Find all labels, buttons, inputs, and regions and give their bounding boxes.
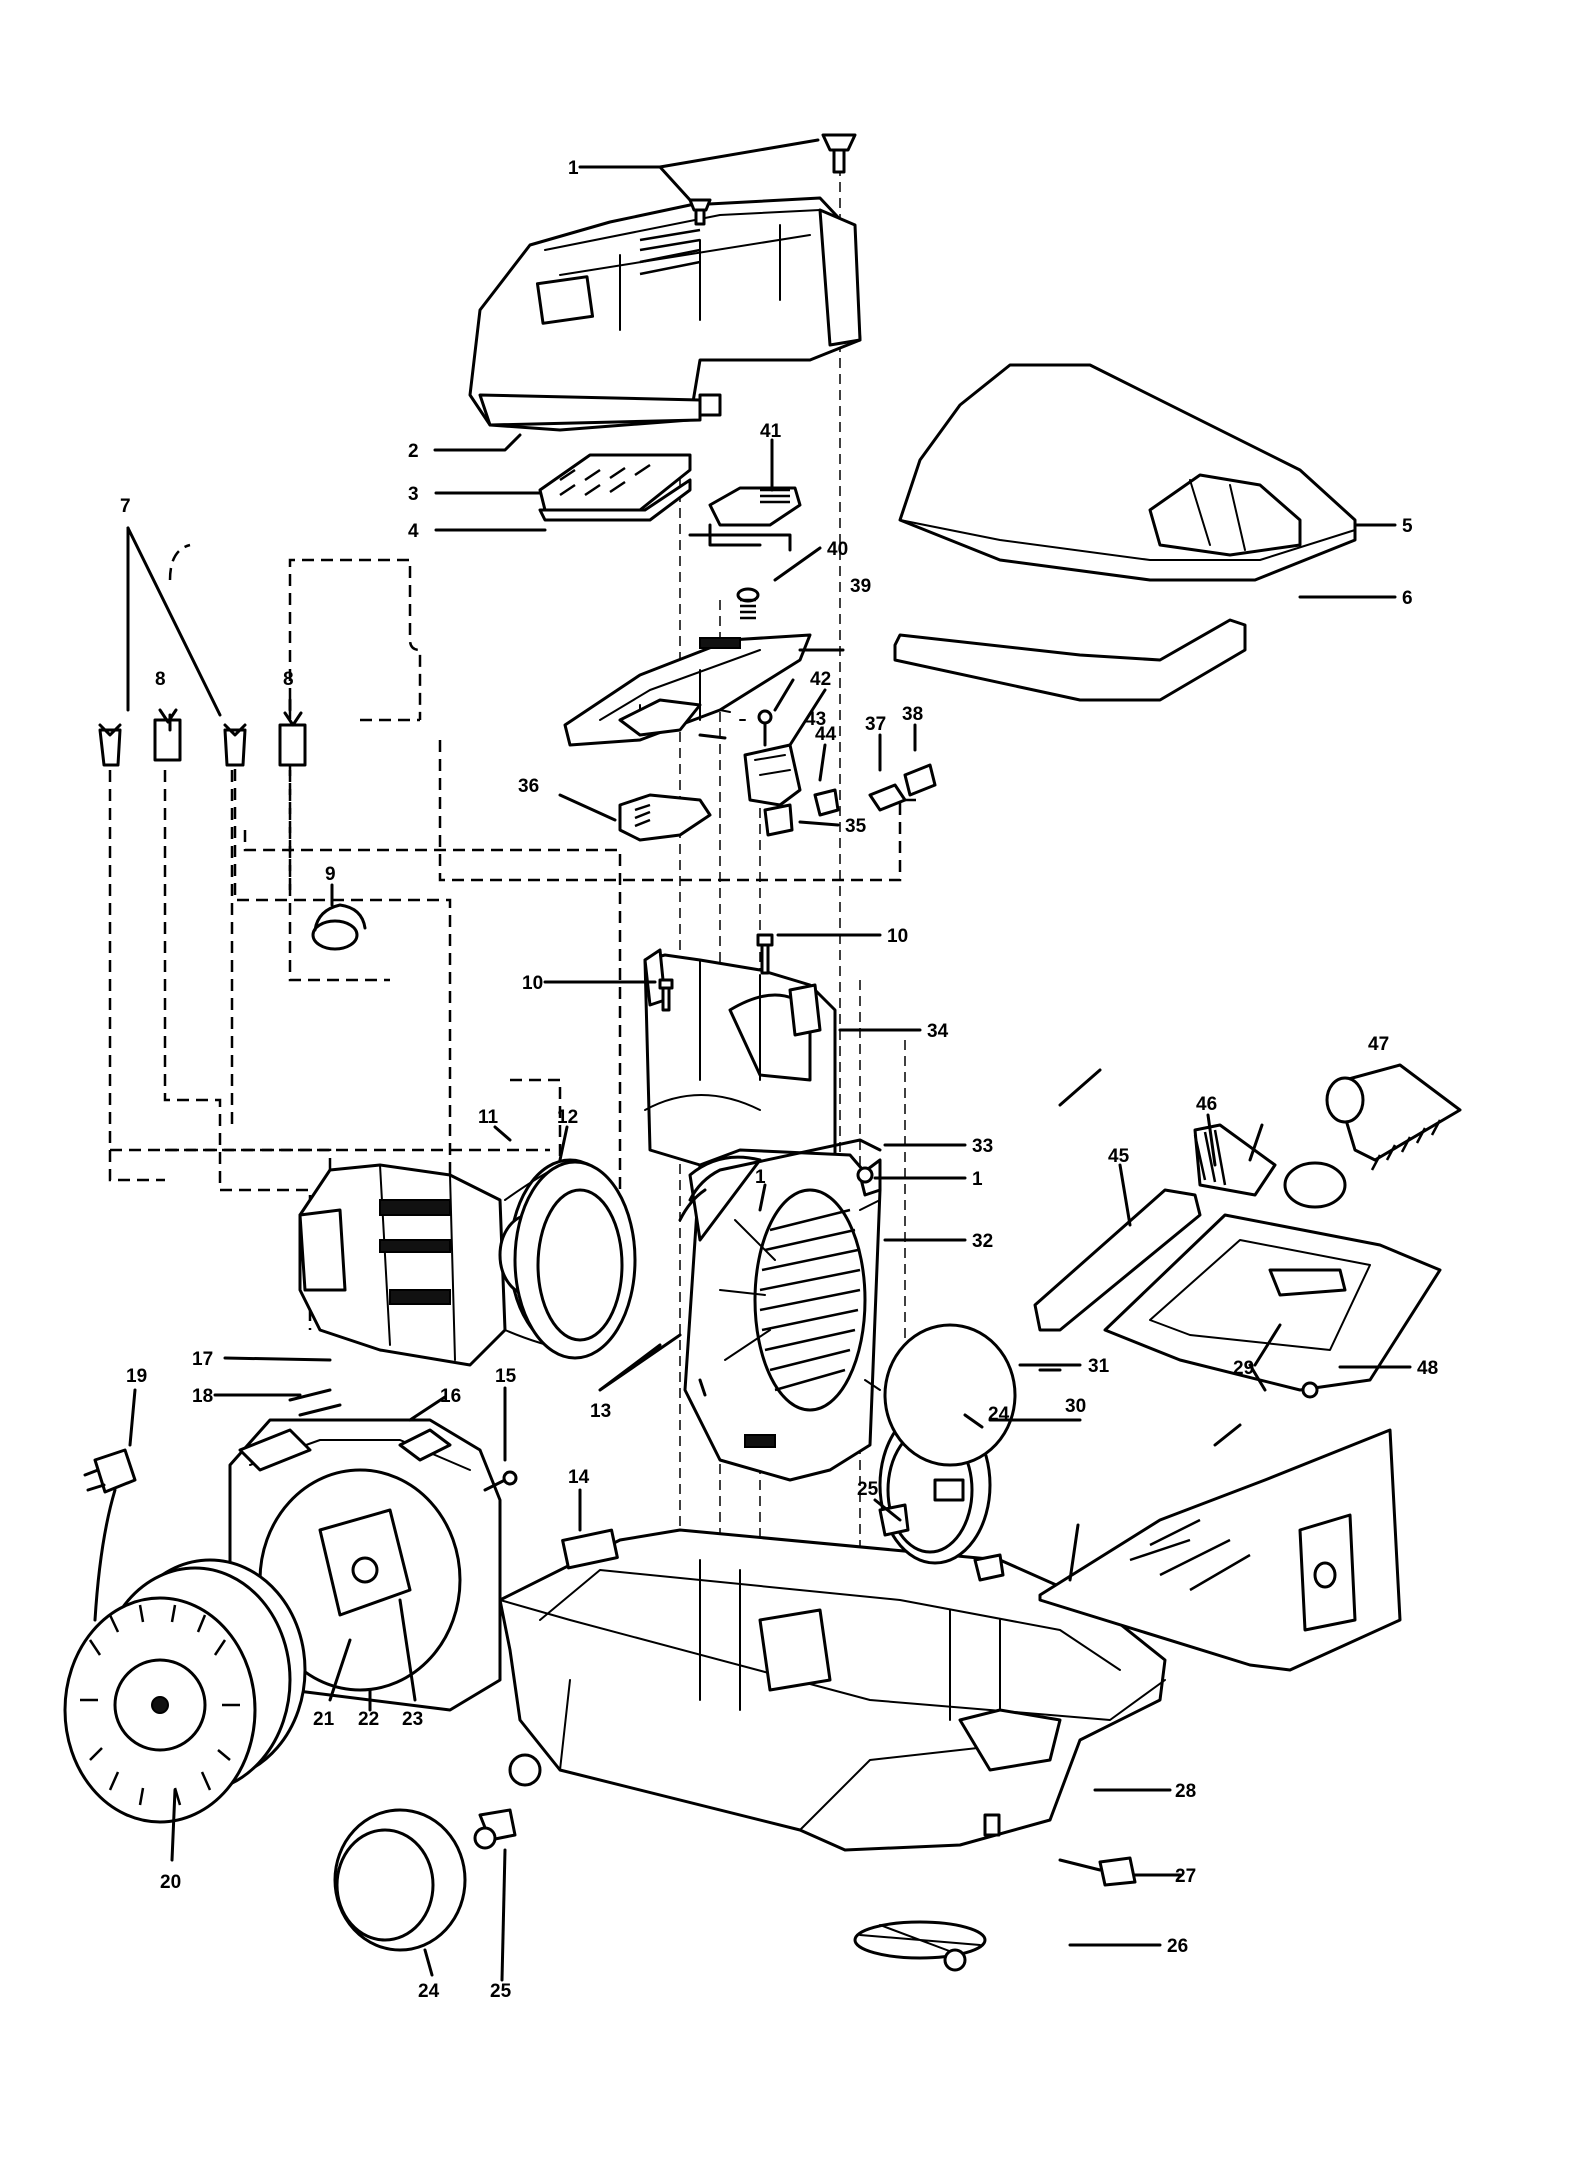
screws-10 [658,933,774,1012]
callout-label: 47 [1368,1034,1389,1055]
dust-bag-29 [1038,1428,1402,1672]
callout-label: 26 [1167,1936,1188,1957]
callout-label: 28 [1175,1781,1196,1802]
callout-label: 10 [522,973,543,994]
latch-assembly-41 [688,486,802,620]
callout-label: 24 [418,1981,440,2002]
wire-connectors [98,708,307,767]
callout-label: 17 [192,1349,213,1370]
clamp-ring-9 [311,903,367,951]
callout-label: 8 [283,669,294,690]
callout-label: 31 [1088,1356,1110,1377]
callout-label: 1 [755,1167,766,1188]
callout-label: 1 [568,158,579,179]
callout-label: 38 [902,704,923,725]
callout-label: 16 [440,1386,461,1407]
fan-housing-32 [683,1148,882,1482]
callout-label: 30 [1065,1396,1086,1417]
switch-parts [618,709,937,842]
callout-label: 36 [518,776,539,797]
motor-assembly [298,1158,637,1367]
callout-label: 33 [972,1136,993,1157]
callout-label: 15 [495,1366,517,1387]
callout-label: 20 [160,1872,181,1893]
callout-label: 42 [810,669,831,690]
callout-label: 18 [192,1386,213,1407]
callout-label: 7 [120,496,131,517]
callout-label: 12 [557,1107,578,1128]
switch-27 [1058,1856,1137,1887]
wheel-24-left [333,1808,467,1952]
handle-plate-39 [563,633,812,747]
filter-disc-31 [883,1323,1017,1467]
filter-plates [538,453,692,522]
power-plug-19 [83,1448,137,1622]
callout-label: 48 [1417,1358,1438,1379]
top-cover [468,196,862,432]
caster-26 [853,1920,987,1972]
callout-label: 23 [402,1709,423,1730]
callout-label: 25 [857,1479,879,1500]
callout-label: 2 [408,441,419,462]
callout-label: 34 [927,1021,949,1042]
dusting-brush-46 [1193,1123,1347,1209]
upholstery-tool-47 [1325,1063,1462,1171]
callout-label: 35 [845,816,867,837]
callout-label: 11 [478,1107,499,1128]
floor-nozzle-48 [1103,1213,1442,1399]
callout-label: 27 [1175,1866,1196,1887]
callout-label: 13 [590,1401,611,1422]
callout-label: 14 [568,1467,590,1488]
callout-label: 24 [988,1404,1010,1425]
top-screws [688,133,857,226]
callout-label: 9 [325,864,336,885]
callout-label: 40 [827,539,848,560]
callout-label: 1 [972,1169,983,1190]
callout-label: 37 [865,714,886,735]
callout-label: 19 [126,1366,147,1387]
callout-label: 4 [408,521,419,542]
callout-label: 5 [1402,516,1413,537]
callout-label: 22 [358,1709,379,1730]
callout-labels: 1 2 3 4 5 6 7 8 8 9 10 10 11 12 13 14 15… [120,158,1438,2002]
part-14 [561,1528,619,1570]
callout-label: 10 [887,926,908,947]
callout-label: 32 [972,1231,993,1252]
callout-label: 29 [1233,1358,1254,1379]
callout-label: 45 [1108,1146,1130,1167]
crevice-tool-45 [1033,1188,1202,1332]
bracket-34 [643,948,837,1177]
leader-lines [126,138,1412,1982]
callout-label: 25 [490,1981,512,2002]
callout-label: 8 [155,669,166,690]
cord-reel-20 [63,1558,307,1824]
callout-label: 46 [1196,1094,1217,1115]
callout-label: 6 [1402,588,1413,609]
base-housing-28 [498,1528,1167,1852]
callout-label: 21 [313,1709,335,1730]
axles [473,1503,1005,1850]
bag-lid [893,363,1357,702]
callout-label: 39 [850,576,871,597]
callout-label: 41 [760,421,782,442]
callout-label: 43 [805,709,826,730]
callout-label: 44 [815,724,837,745]
gasket-33 [678,1138,882,1222]
screw-15 [483,1470,518,1492]
callout-label: 3 [408,484,419,505]
